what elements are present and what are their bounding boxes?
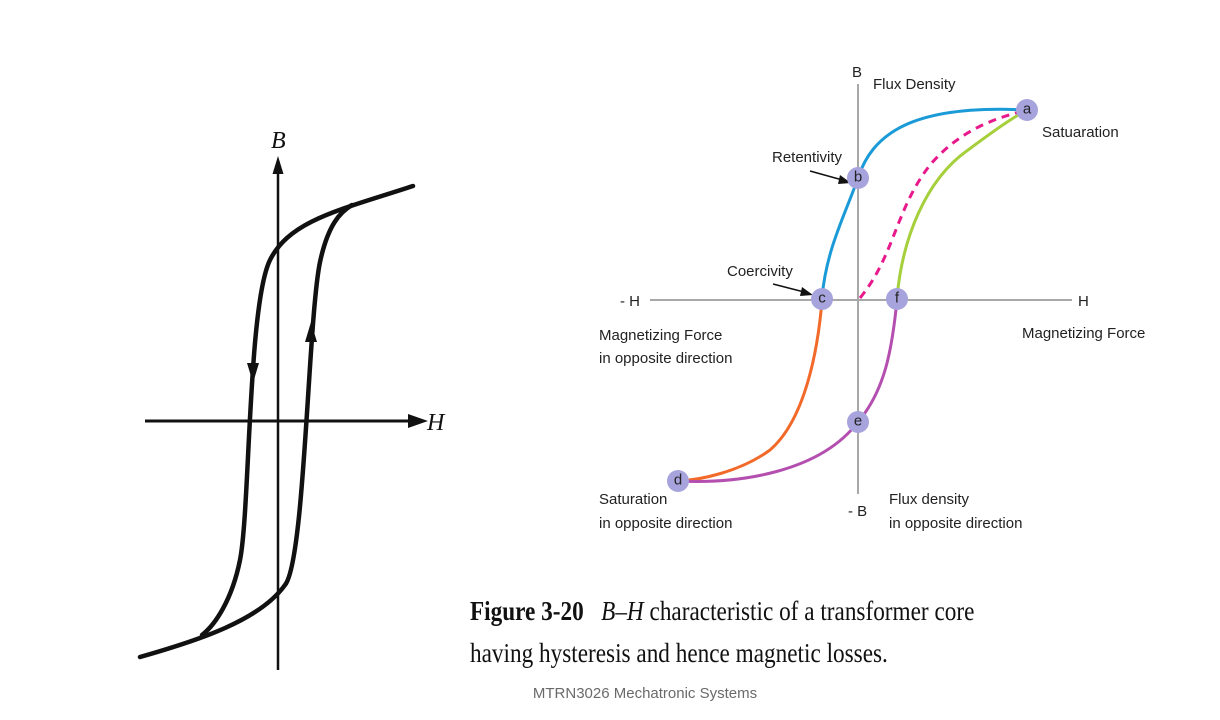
slide-footer: MTRN3026 Mechatronic Systems <box>532 685 758 702</box>
caption-bh: B–H <box>601 596 644 626</box>
left-down-arrow <box>247 363 259 383</box>
left-h-axis-label: H <box>426 410 446 436</box>
sat-opposite-label-2: in opposite direction <box>599 515 732 532</box>
svg-text:f: f <box>895 290 900 307</box>
mag-force-left-label-1: Magnetizing Force <box>599 327 722 344</box>
sat-opposite-label-1: Saturation <box>599 491 667 508</box>
left-hysteresis-diagram: B H <box>137 128 446 670</box>
svg-text:a: a <box>1023 101 1032 118</box>
point-c: c <box>811 288 833 310</box>
point-d: d <box>667 470 689 492</box>
point-f: f <box>886 288 908 310</box>
left-b-axis-arrow <box>272 156 284 174</box>
point-a: a <box>1016 99 1038 121</box>
right-axis-right-label: H <box>1078 293 1089 310</box>
svg-text:e: e <box>854 413 862 430</box>
mag-force-left-label-2: in opposite direction <box>599 350 732 367</box>
right-bh-diagram: B - B H - H Flux Density Satuaration Ret… <box>599 64 1145 532</box>
left-h-axis-arrow <box>408 414 428 428</box>
caption-line-2: having hysteresis and hence magnetic los… <box>470 638 888 668</box>
caption-figure-number: Figure 3-20 <box>470 596 584 626</box>
svg-text:d: d <box>674 472 682 489</box>
svg-text:b: b <box>854 169 862 186</box>
figure-caption: Figure 3-20 B–H characteristic of a tran… <box>470 590 974 674</box>
coercivity-arrowhead <box>800 287 813 296</box>
left-ascending-branch <box>137 202 355 660</box>
flux-density-label: Flux Density <box>873 76 956 93</box>
point-b: b <box>847 167 869 189</box>
coercivity-label: Coercivity <box>727 263 793 280</box>
point-e: e <box>847 411 869 433</box>
right-axis-top-label: B <box>852 64 862 81</box>
magenta-dashed-initial-curve <box>858 108 1028 299</box>
right-axis-left-label: - H <box>620 293 640 310</box>
caption-line-1: Figure 3-20 B–H characteristic of a tran… <box>470 590 974 632</box>
svg-text:c: c <box>818 290 826 307</box>
green-curve-f-a <box>895 108 1028 299</box>
left-up-arrow <box>305 322 317 342</box>
flux-opposite-label-2: in opposite direction <box>889 515 1022 532</box>
retentivity-label: Retentivity <box>772 149 843 166</box>
mag-force-right-label: Magnetizing Force <box>1022 325 1145 342</box>
caption-line-1-rest: characteristic of a transformer core <box>649 596 975 626</box>
orange-curve-c-d <box>677 299 824 483</box>
left-b-axis-label: B <box>271 128 286 154</box>
right-axis-bottom-label: - B <box>848 503 867 520</box>
saturation-label: Satuaration <box>1042 124 1119 141</box>
flux-opposite-label-1: Flux density <box>889 491 970 508</box>
